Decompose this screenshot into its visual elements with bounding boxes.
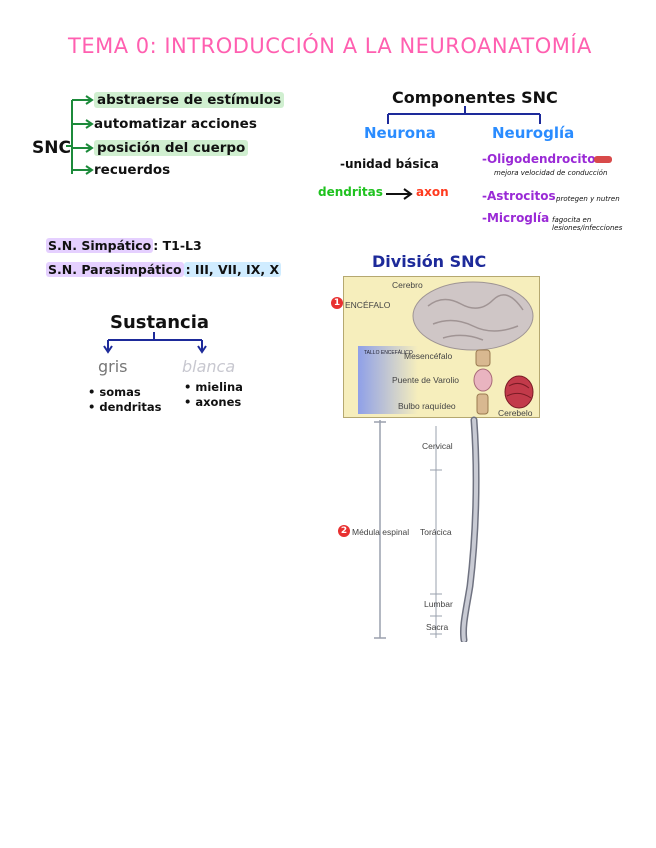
puente-label: Puente de Varolio <box>392 375 459 385</box>
cerebro-label: Cerebro <box>392 280 423 290</box>
medula-label: Médula espinal <box>352 527 409 537</box>
blanca-label: blanca <box>182 357 235 376</box>
parasimpatico-line: S.N. Parasimpático: III, VII, IX, X <box>46 262 281 277</box>
list-item: • axones <box>184 395 243 410</box>
page-title: TEMA 0: INTRODUCCIÓN A LA NEUROANATOMÍA <box>68 34 592 58</box>
componentes-bracket <box>380 104 550 126</box>
snc-function-4: recuerdos <box>94 162 170 178</box>
neuroglia-label: Neuroglía <box>492 124 574 142</box>
marker-1-icon: 1 <box>331 297 343 309</box>
list-item: • dendritas <box>88 400 162 415</box>
blanca-list: • mielina • axones <box>184 380 243 410</box>
scribble-icon <box>594 156 612 163</box>
unidad-basica: -unidad básica <box>340 157 439 171</box>
arrow-icon <box>384 188 416 200</box>
cerebelo-label: Cerebelo <box>498 408 533 418</box>
snc-function-2: automatizar acciones <box>94 116 257 132</box>
encefalo-label: ENCÉFALO <box>345 300 390 310</box>
dendritas-label: dendritas <box>318 185 383 199</box>
mesencefalo-label: Mesencéfalo <box>404 351 452 361</box>
snc-function-3: posición del cuerpo <box>94 140 248 156</box>
brain-illustration <box>343 276 538 416</box>
toracica-label: Torácica <box>420 527 452 537</box>
astrocitos: -Astrocitos <box>482 189 556 203</box>
sacra-label: Sacra <box>426 622 448 632</box>
simpatico-line: S.N. Simpático: T1-L3 <box>46 238 202 253</box>
oligodendrocitos-note: mejora velocidad de conducción <box>494 169 607 177</box>
astrocitos-note: protegen y nutren <box>556 195 620 203</box>
division-title: División SNC <box>372 252 486 271</box>
axon-label: axon <box>416 185 449 199</box>
list-item: • somas <box>88 385 162 400</box>
microglia: -Microglía <box>482 211 549 225</box>
oligodendrocitos: -Oligodendrocitos <box>482 152 603 166</box>
sustancia-bracket <box>96 330 216 354</box>
marker-2-icon: 2 <box>338 525 350 537</box>
gris-label: gris <box>98 357 128 376</box>
list-item: • mielina <box>184 380 243 395</box>
neurona-label: Neurona <box>364 124 436 142</box>
cervical-label: Cervical <box>422 441 453 451</box>
gris-list: • somas • dendritas <box>88 385 162 415</box>
snc-function-1: abstraerse de estímulos <box>94 92 284 108</box>
microglia-note: fagocita en lesiones/infecciones <box>552 216 656 232</box>
bulbo-label: Bulbo raquídeo <box>398 401 456 411</box>
lumbar-label: Lumbar <box>424 599 453 609</box>
